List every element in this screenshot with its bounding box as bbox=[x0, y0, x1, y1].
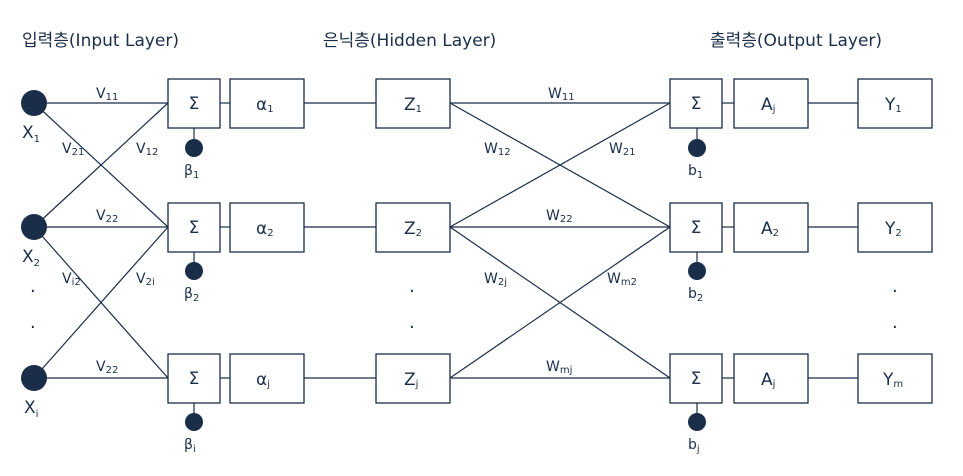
input-ellipsis-2: . bbox=[30, 312, 36, 333]
hidden-sum-symbol-3: Σ bbox=[189, 369, 200, 389]
weight-v11: V11 bbox=[96, 86, 118, 103]
weight-w11: W11 bbox=[548, 86, 575, 103]
activation-boxes: α1 α2 αj bbox=[229, 78, 305, 404]
hidden-output-boxes: Z1 Z2 Zj . . bbox=[375, 78, 451, 404]
input-node-2 bbox=[21, 214, 47, 240]
hidden-bias-node-i bbox=[185, 413, 203, 431]
activation-label-3: αj bbox=[256, 370, 270, 390]
weight-w2j: W2j bbox=[484, 271, 507, 288]
output-bias-label-2: b2 bbox=[688, 286, 703, 304]
input-label-2: X2 bbox=[22, 247, 40, 269]
weight-wmj: Wmj bbox=[546, 359, 572, 376]
output-activation-label-3: Aj bbox=[761, 370, 775, 390]
input-layer-header: 입력층(Input Layer) bbox=[22, 31, 179, 51]
activation-box-1 bbox=[229, 78, 305, 129]
z-label-1: Z1 bbox=[404, 95, 422, 115]
input-ellipsis-1: . bbox=[30, 276, 36, 297]
output-bias-node-1 bbox=[688, 139, 706, 157]
hidden-ellipsis-1: . bbox=[409, 276, 415, 297]
output-layer-header: 출력층(Output Layer) bbox=[710, 31, 882, 51]
output-sum-box-3 bbox=[669, 353, 723, 404]
y-label-m: Ym bbox=[882, 370, 903, 390]
hidden-sum-box-3 bbox=[167, 353, 221, 404]
activation-box-3 bbox=[229, 353, 305, 404]
output-activation-box-2 bbox=[733, 202, 809, 253]
hidden-chain-edges bbox=[220, 102, 376, 379]
input-node-i bbox=[21, 365, 47, 391]
edge-x2-s1 bbox=[33, 102, 169, 228]
bias-stems bbox=[193, 128, 698, 413]
w-weight-labels: W11 W12 W21 W22 W2j Wm2 Wmj bbox=[484, 86, 637, 376]
output-bias-node-j bbox=[688, 413, 706, 431]
output-sum-boxes: Σ Σ Σ bbox=[669, 78, 723, 404]
weight-vi2: Vi2 bbox=[62, 271, 81, 288]
output-activation-label-2: A2 bbox=[761, 219, 779, 239]
hidden-ellipsis-2: . bbox=[409, 312, 415, 333]
output-activation-boxes: Aj A2 Aj bbox=[733, 78, 809, 404]
output-bias-label-j: bj bbox=[688, 437, 700, 455]
input-hidden-edges bbox=[33, 102, 169, 379]
edge-xi-s2 bbox=[33, 226, 169, 379]
activation-label-1: α1 bbox=[256, 95, 274, 115]
output-bias-node-2 bbox=[688, 262, 706, 280]
edge-z2-o1 bbox=[449, 102, 671, 228]
output-bias-label-1: b1 bbox=[688, 163, 703, 181]
hidden-layer-header: 은닉층(Hidden Layer) bbox=[323, 31, 496, 51]
hidden-output-edges bbox=[449, 102, 671, 379]
activation-box-2 bbox=[229, 202, 305, 253]
hidden-sum-boxes: Σ Σ Σ bbox=[167, 78, 221, 404]
output-sum-box-2 bbox=[669, 202, 723, 253]
z-label-2: Z2 bbox=[404, 219, 422, 239]
z-box-1 bbox=[375, 78, 451, 129]
output-sum-box-1 bbox=[669, 78, 723, 129]
output-ellipsis-1: . bbox=[892, 276, 898, 297]
hidden-bias-node-1 bbox=[185, 139, 203, 157]
weight-v22-top: V22 bbox=[96, 208, 118, 225]
input-nodes: X1 X2 Xi . . bbox=[21, 90, 47, 420]
v-weight-labels: V11 V21 V12 V22 Vi2 V2i V22 bbox=[62, 86, 158, 376]
input-label-i: Xi bbox=[24, 398, 38, 420]
input-node-1 bbox=[21, 90, 47, 116]
output-sum-symbol-1: Σ bbox=[691, 94, 702, 114]
y-box-2 bbox=[857, 202, 933, 253]
output-bias-nodes: b1 b2 bj bbox=[688, 139, 706, 455]
z-label-3: Zj bbox=[404, 370, 418, 390]
output-ellipsis-2: . bbox=[892, 312, 898, 333]
hidden-bias-label-1: β1 bbox=[184, 163, 199, 181]
weight-v2i: V2i bbox=[136, 271, 155, 288]
hidden-bias-label-2: β2 bbox=[184, 286, 199, 304]
z-box-3 bbox=[375, 353, 451, 404]
weight-w12: W12 bbox=[484, 141, 511, 158]
y-label-2: Y2 bbox=[884, 219, 902, 239]
output-activation-label-1: Aj bbox=[761, 95, 775, 115]
weight-wm2: Wm2 bbox=[607, 271, 637, 288]
activation-label-2: α2 bbox=[256, 219, 274, 239]
input-label-1: X1 bbox=[22, 123, 40, 145]
hidden-bias-node-2 bbox=[185, 262, 203, 280]
hidden-bias-label-i: βi bbox=[184, 437, 196, 455]
hidden-sum-symbol-1: Σ bbox=[189, 94, 200, 114]
edge-z3-o2 bbox=[449, 226, 671, 379]
hidden-bias-nodes: β1 β2 βi bbox=[184, 139, 203, 455]
hidden-sum-box-2 bbox=[167, 202, 221, 253]
y-box-3 bbox=[857, 353, 933, 404]
output-sum-symbol-2: Σ bbox=[691, 218, 702, 238]
output-activation-box-3 bbox=[733, 353, 809, 404]
y-label-1: Y1 bbox=[884, 95, 902, 115]
weight-v12: V12 bbox=[136, 141, 158, 158]
weight-w21: W21 bbox=[609, 141, 636, 158]
output-chain-edges bbox=[722, 102, 858, 379]
output-activation-box-1 bbox=[733, 78, 809, 129]
output-boxes: Y1 Y2 Ym . . bbox=[857, 78, 933, 404]
y-box-1 bbox=[857, 78, 933, 129]
hidden-sum-box-1 bbox=[167, 78, 221, 129]
z-box-2 bbox=[375, 202, 451, 253]
weight-v22-bottom: V22 bbox=[96, 359, 118, 376]
hidden-sum-symbol-2: Σ bbox=[189, 218, 200, 238]
output-sum-symbol-3: Σ bbox=[691, 369, 702, 389]
weight-w22: W22 bbox=[546, 208, 573, 225]
weight-v21: V21 bbox=[62, 141, 84, 158]
